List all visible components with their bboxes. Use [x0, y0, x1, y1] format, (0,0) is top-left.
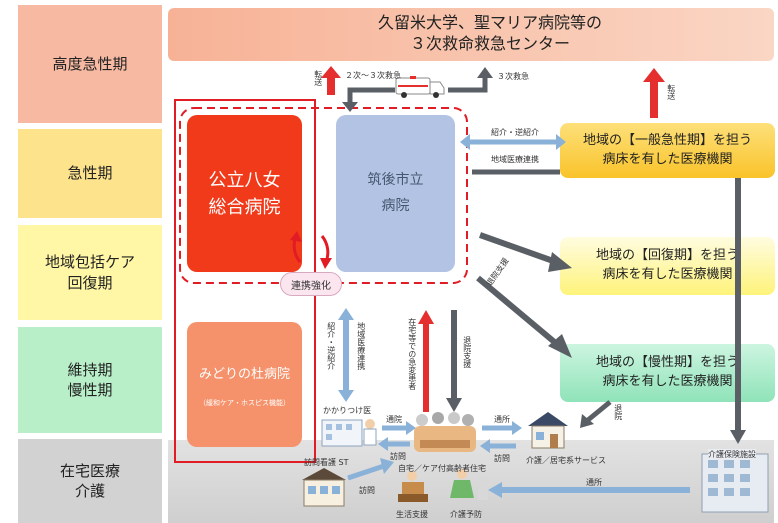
label-regional-liaison: 地域医療連携 [491, 155, 539, 164]
arrow-2-3-emergency-head [342, 102, 358, 112]
label-liaison-vertical: 地域医療連携 [356, 322, 366, 370]
label-discharge-support-vertical: 退院支援 [462, 336, 472, 368]
band-home [168, 440, 774, 523]
label-kakaritsuke: かかりつけ医 [323, 406, 372, 415]
label-outpatient-care: 通所 [586, 478, 602, 487]
stage-high-acute: 高度急性期 [18, 5, 162, 123]
arrow-nursing-visit [347, 463, 385, 481]
arrow-3-emergency [448, 76, 488, 93]
midori-hospital-sub: （緩和ケア・ホスピス機能） [199, 399, 290, 407]
arrow-to-chronic [476, 275, 560, 348]
label-transfer-left: 転送 [313, 70, 323, 86]
stage-home-care: 在宅医療 介護 [18, 439, 162, 523]
tertiary-center-title: 久留米大学、聖マリア病院等の ３次救命救急センター [377, 13, 602, 53]
house-icon [528, 412, 568, 449]
band-top [168, 8, 774, 61]
label-discharge-right: 退院 [613, 404, 623, 420]
label-outpatient-right: 通所 [494, 415, 510, 424]
arrow-2-3-emergency [347, 87, 395, 104]
label-referral-vertical: 紹介・逆紹介 [326, 322, 336, 370]
arrow-discharge-right [586, 400, 612, 422]
label-outpatient-left: 通院 [386, 415, 402, 424]
prevention-icon [450, 469, 488, 500]
label-visit-right: 訪問 [494, 454, 510, 463]
clinic-icon [321, 419, 377, 447]
stage-recovery: 地域包括ケア 回復期 [18, 225, 162, 320]
label-3-emergency: ３次救急 [497, 72, 529, 81]
cooperation-label: 連携強化 [280, 272, 342, 296]
chikugo-hospital: 筑後市立 病院 [336, 115, 455, 272]
label-visit-left: 訪問 [390, 452, 406, 461]
stage-chronic: 維持期 慢性期 [18, 327, 162, 433]
nursing-station-icon [302, 468, 346, 507]
ambulance-icon [395, 76, 445, 98]
label-transfer-right: 転送 [666, 84, 676, 100]
acute-institution: 地域の【一般急性期】を担う 病床を有した医療機関 [560, 123, 775, 178]
midori-hospital-name: みどりの杜病院 [198, 366, 290, 382]
label-care-service: 介護／居宅系サービス [526, 456, 606, 465]
arrow-transfer-left [321, 66, 341, 95]
label-home-emergency: 在宅等での急変患者 [407, 318, 417, 390]
midori-hospital: みどりの杜病院 （緩和ケア・ホスピス機能） [187, 322, 302, 447]
yame-hospital: 公立八女 総合病院 [187, 115, 302, 272]
label-life-support: 生活支援 [396, 510, 428, 519]
life-support-icon [398, 471, 428, 502]
label-home: 自宅／ケア付高齢者住宅 [398, 464, 486, 473]
label-referral-acute: 紹介・逆紹介 [491, 128, 539, 137]
arrow-transfer-right [643, 68, 665, 118]
label-prevention: 介護予防 [450, 510, 482, 519]
arrow-to-recovery [478, 232, 558, 265]
label-visit-nursing: 訪問 [359, 486, 375, 495]
label-2-3-emergency: ２次～３次救急 [345, 71, 401, 80]
label-care-facility: 介護保険施設 [708, 449, 756, 460]
dashed-frame [179, 107, 468, 284]
label-nursing-station: 訪問看護 ST [304, 458, 349, 467]
stage-acute: 急性期 [18, 129, 162, 218]
elderly-group-icon [414, 412, 476, 452]
care-facility-icon [701, 453, 769, 513]
arrow-3-emergency-head [477, 67, 493, 78]
